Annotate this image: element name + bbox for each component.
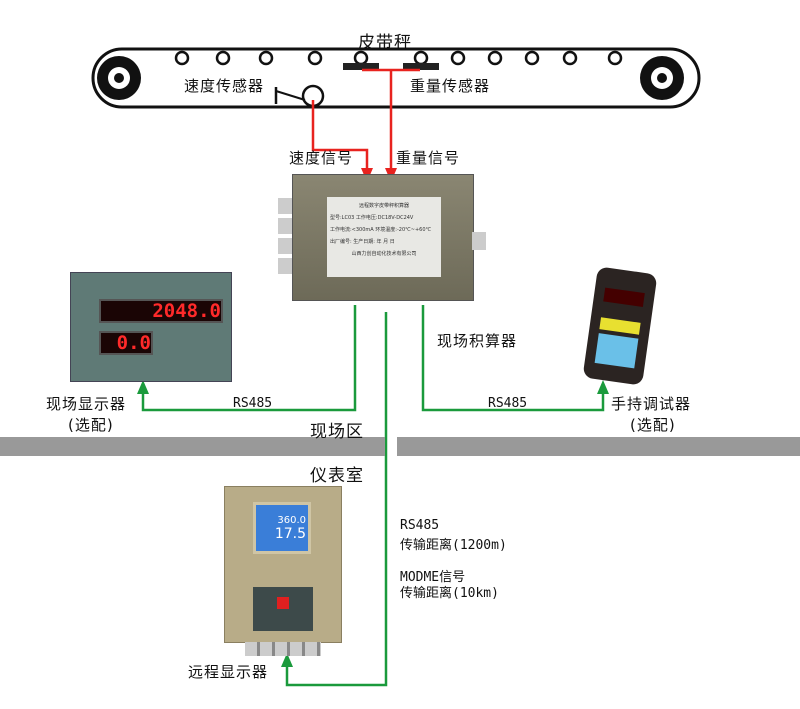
speed-signal-label: 速度信号 xyxy=(289,149,354,167)
transmission-line3: MODME信号 xyxy=(400,570,466,585)
field-integrator-label: 现场积算器 xyxy=(437,332,518,350)
conveyor-belt xyxy=(91,47,701,109)
remote-screen: 360.0 17.5 xyxy=(253,502,311,554)
weight-sensor-label: 重量传感器 xyxy=(410,77,491,95)
nameplate-line: 工作电流:<300mA 环境温度:-20℃~+60℃ xyxy=(330,227,432,233)
zone-divider-right xyxy=(397,437,800,456)
nameplate: 远程数字皮带秤积算器 型号:LC03 工作电压:DC18V-DC24V 工作电流… xyxy=(327,197,441,277)
nameplate-line: 型号:LC03 工作电压:DC18V-DC24V xyxy=(330,215,414,221)
nameplate-title: 远程数字皮带秤积算器 xyxy=(358,203,409,209)
weighing-pads xyxy=(343,63,439,70)
nameplate-line: 出厂编号: 生产日期: 年 月 日 xyxy=(330,239,395,245)
remote-display: 360.0 17.5 xyxy=(224,486,342,656)
weight-signal-label: 重量信号 xyxy=(396,149,461,167)
field-integrator: 远程数字皮带秤积算器 型号:LC03 工作电压:DC18V-DC24V 工作电流… xyxy=(292,174,474,301)
link-lines xyxy=(141,305,605,687)
display-value-top: 2048.0 xyxy=(99,299,223,323)
handheld-label: 手持调试器 xyxy=(611,395,692,413)
remote-cable-glands xyxy=(245,642,321,656)
enter-key xyxy=(277,597,289,609)
field-zone-label: 现场区 xyxy=(310,422,364,442)
screen-value-top: 360.0 xyxy=(277,515,306,526)
rs485-label-left: RS485 xyxy=(233,396,273,411)
left-pulley xyxy=(97,56,141,100)
control-room-label: 仪表室 xyxy=(310,466,364,486)
rs485-label-right: RS485 xyxy=(488,396,528,411)
transmission-line2: 传输距离(1200m) xyxy=(400,538,507,553)
cable-glands-left xyxy=(278,198,292,278)
idler-rollers xyxy=(174,50,623,66)
belt-scale-title: 皮带秤 xyxy=(358,33,412,53)
handheld-note: (选配) xyxy=(630,416,676,434)
field-display-note: (选配) xyxy=(68,416,114,434)
transmission-line1: RS485 xyxy=(400,518,440,533)
field-display: 2048.0 0.0 xyxy=(70,272,232,382)
screen-value-bottom: 17.5 xyxy=(274,526,306,542)
transmission-line4: 传输距离(10km) xyxy=(400,586,499,601)
speed-sensor-label: 速度传感器 xyxy=(184,77,265,95)
remote-display-label: 远程显示器 xyxy=(188,663,269,681)
zone-divider-left xyxy=(0,437,385,456)
handheld-screen xyxy=(603,287,645,307)
signal-lines xyxy=(311,68,420,172)
handheld-number-keys xyxy=(594,333,639,369)
nameplate-company: 山西力创自动化技术有限公司 xyxy=(351,251,417,257)
remote-keypad xyxy=(253,587,313,631)
field-display-label: 现场显示器 xyxy=(46,395,127,413)
cable-gland-right xyxy=(472,232,486,250)
right-pulley xyxy=(640,56,684,100)
display-value-bottom: 0.0 xyxy=(99,331,153,355)
handheld-function-keys xyxy=(599,317,641,335)
